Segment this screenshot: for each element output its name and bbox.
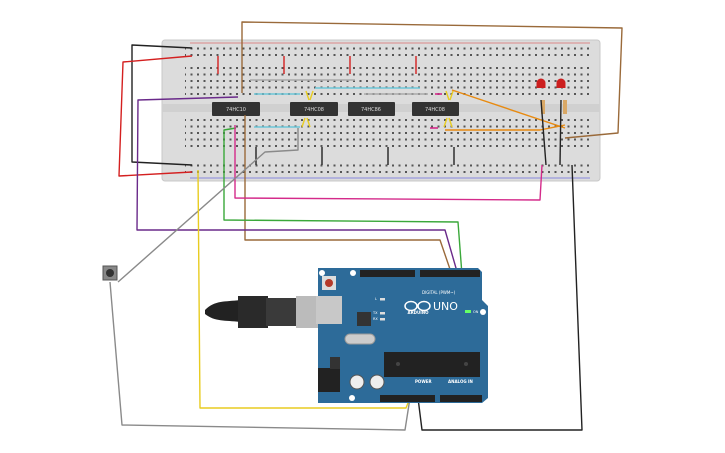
bottom-power-rail [185,161,590,175]
power-jack [318,368,340,392]
on-label: ON [473,310,479,314]
led-1[interactable] [536,78,546,115]
header-power [380,395,435,402]
chip-74hc10[interactable]: 74HC10 [212,102,260,116]
wire-brown-arduino [244,115,453,276]
chip-label: 74HC08 [425,107,445,113]
arduino-brand: ARDUINO [408,310,430,315]
wire-orange-2 [445,124,566,131]
tx-label: TX [372,311,378,315]
rx-label: RX [373,317,378,321]
wire-green [223,127,463,276]
wire-gray-arduino [109,281,411,431]
chip-74hc08-a[interactable]: 74HC08 [290,102,338,116]
wire-orange-1 [451,89,566,129]
power-label: POWER [415,379,432,384]
chip-label: 74HC10 [226,107,246,113]
top-power-rail [185,45,590,59]
wire-black-led [540,99,547,166]
wire-black-led2 [559,99,562,166]
wire-magenta [234,125,543,201]
arduino-model: UNO [433,300,458,313]
wire-gray-button [117,128,299,283]
wire-brown-top [241,21,623,139]
resistor-2[interactable] [563,100,567,114]
wire-red-vcc-left [118,55,193,177]
arduino-uno[interactable]: ARDUINO UNO DIGITAL (PWM~) POWER ANALOG … [316,268,488,403]
header-analog [440,395,482,402]
breadboard-jumpers [217,56,455,165]
digital-label: DIGITAL (PWM~) [422,290,456,295]
chip-74hc86[interactable]: 74HC86 [348,102,395,116]
chip-label: 74HC86 [361,107,381,113]
wires [109,21,623,431]
bottom-terminal-strip [185,117,590,149]
atmega-chip [384,352,480,377]
push-button[interactable] [102,265,118,281]
l-label: L [375,297,377,301]
chip-label: 74HC08 [304,107,324,113]
usb-cable [205,296,320,328]
wire-black-gnd-left [131,44,193,166]
wire-black-right [417,164,583,431]
resistor-1[interactable] [541,100,545,114]
arduino-logo [404,300,431,312]
led-2[interactable] [556,78,568,115]
header-digital-right [420,270,480,277]
chip-74hc08-b[interactable]: 74HC08 [412,102,459,116]
wire-purple [136,96,459,276]
header-digital-left [360,270,415,277]
analog-label: ANALOG IN [448,379,473,384]
